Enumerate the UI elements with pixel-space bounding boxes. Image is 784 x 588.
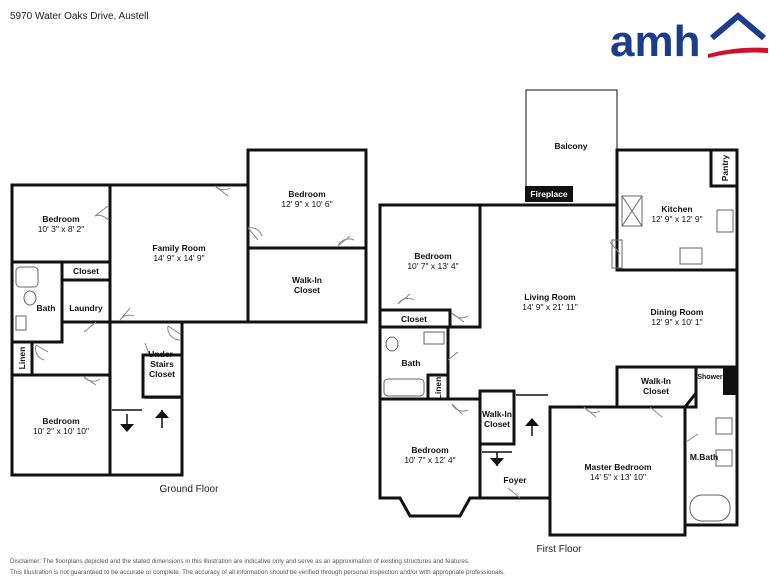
f-bedroom-b-name: Bedroom: [411, 445, 449, 455]
ground-floor-label: Ground Floor: [160, 484, 220, 495]
fixtures: [15, 195, 734, 522]
f-walkin-r-name2: Closet: [643, 386, 669, 396]
g-bedroom-bl-dim: 10' 2" x 10' 10": [33, 426, 89, 436]
g-understairs-l2: Stairs: [150, 359, 174, 369]
disclaimer-line-2: This illustration is not guaranteed to b…: [10, 569, 505, 576]
ground-floor-labels: Bedroom 10' 3" x 8' 2" Closet Bath Laund…: [17, 189, 333, 495]
g-understairs-l1: Under-: [148, 349, 176, 359]
f-foyer-name: Foyer: [503, 475, 527, 485]
f-kitchen-dim: 12' 9" x 12' 9": [651, 214, 702, 224]
g-closet-name: Closet: [73, 266, 99, 276]
f-walkin-r-name1: Walk-In: [641, 376, 671, 386]
g-linen-name: Linen: [17, 347, 27, 370]
f-walkin-c-name2: Closet: [484, 419, 510, 429]
first-floor-label: First Floor: [537, 544, 583, 555]
shower-block: [723, 367, 737, 395]
f-pantry-name: Pantry: [720, 155, 730, 182]
f-dining-name: Dining Room: [651, 307, 704, 317]
f-dining-dim: 12' 9" x 10' 1": [651, 317, 702, 327]
f-living-dim: 14' 9" x 21' 11": [522, 302, 577, 312]
f-closet-name: Closet: [401, 314, 427, 324]
g-walkin-name2: Closet: [294, 285, 320, 295]
g-bedroom-tr-name: Bedroom: [288, 189, 326, 199]
g-bath-name: Bath: [37, 303, 56, 313]
g-bedroom-tl-dim: 10' 3" x 8' 2": [38, 224, 85, 234]
f-bedroom-b-dim: 10' 7" x 12' 4": [404, 455, 455, 465]
g-bedroom-tl-name: Bedroom: [42, 214, 80, 224]
first-floor-labels: Balcony Fireplace Pantry Kitchen 12' 9" …: [401, 141, 730, 555]
first-floor-walls: [378, 148, 739, 537]
logo-roof-icon: [710, 12, 766, 41]
f-bedroom-l-dim: 10' 7" x 13' 4": [407, 261, 458, 271]
amh-logo: amh: [608, 8, 772, 69]
f-master-name: Master Bedroom: [584, 462, 652, 472]
g-walkin-name1: Walk-In: [292, 275, 322, 285]
f-bedroom-l-name: Bedroom: [414, 251, 452, 261]
ground-floor-walls: [10, 148, 368, 477]
disclaimer-line-1: Disclaimer: The floorplans depicted and …: [10, 558, 470, 565]
f-mbath-name: M.Bath: [690, 452, 718, 462]
f-kitchen-name: Kitchen: [661, 204, 692, 214]
door-swings: [35, 185, 699, 499]
g-family-dim: 14' 9" x 14' 9": [153, 253, 204, 263]
f-shower-name: Shower: [697, 374, 723, 381]
g-laundry-name: Laundry: [69, 303, 103, 313]
g-bedroom-bl-name: Bedroom: [42, 416, 80, 426]
f-linen-name: Linen: [433, 377, 443, 400]
balcony-outline: [525, 89, 618, 186]
f-balcony-name: Balcony: [554, 141, 587, 151]
logo-text: amh: [610, 17, 700, 64]
stair-arrow-icons: [120, 410, 539, 466]
disclaimer: Disclaimer: The floorplans depicted and …: [10, 556, 770, 578]
f-bath-name: Bath: [402, 358, 421, 368]
g-bedroom-tr-dim: 12' 9" x 10' 6": [281, 199, 332, 209]
g-understairs-l3: Closet: [149, 369, 175, 379]
f-master-dim: 14' 5" x 13' 10": [590, 472, 646, 482]
g-family-name: Family Room: [152, 243, 206, 253]
property-address: 5970 Water Oaks Drive, Austell: [10, 11, 149, 22]
logo-swoosh-icon: [708, 47, 768, 58]
f-fireplace-name: Fireplace: [530, 189, 568, 199]
f-living-name: Living Room: [524, 292, 576, 302]
fireplace-block: [525, 186, 573, 202]
f-walkin-c-name1: Walk-In: [482, 409, 512, 419]
stairs: [112, 394, 548, 466]
